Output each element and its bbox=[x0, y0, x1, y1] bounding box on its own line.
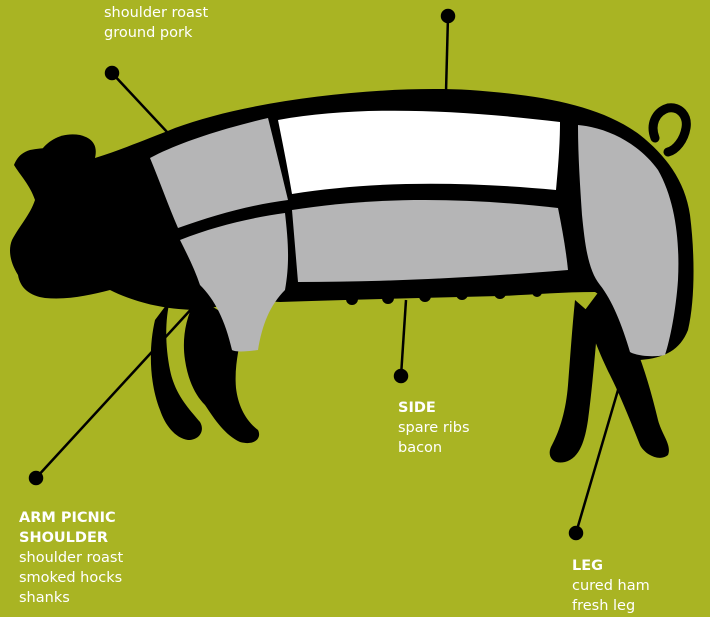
loin-callout-dot bbox=[442, 10, 454, 22]
leg-item-1: cured ham bbox=[572, 576, 650, 596]
arm-picnic-title-line2: SHOULDER bbox=[19, 528, 123, 548]
arm-picnic-item-2: smoked hocks bbox=[19, 568, 123, 588]
loin-cut bbox=[278, 111, 560, 194]
side-item-1: spare ribs bbox=[398, 418, 470, 438]
side-label: SIDE spare ribs bacon bbox=[398, 398, 470, 458]
side-callout-dot bbox=[395, 370, 407, 382]
arm-picnic-item-3: shanks bbox=[19, 588, 123, 608]
arm-picnic-shoulder-label: ARM PICNIC SHOULDER shoulder roast smoke… bbox=[19, 508, 123, 608]
boston-butt-callout-dot bbox=[106, 67, 118, 79]
leg-label: LEG cured ham fresh leg bbox=[572, 556, 650, 616]
boston-butt-item-2: ground pork bbox=[104, 23, 208, 43]
side-item-2: bacon bbox=[398, 438, 470, 458]
boston-butt-label: shoulder roast ground pork bbox=[104, 3, 208, 43]
boston-butt-item-1: shoulder roast bbox=[104, 3, 208, 23]
leg-title: LEG bbox=[572, 556, 650, 576]
leg-item-2: fresh leg bbox=[572, 596, 650, 616]
arm-picnic-title-line1: ARM PICNIC bbox=[19, 508, 123, 528]
arm-picnic-item-1: shoulder roast bbox=[19, 548, 123, 568]
arm-picnic-callout-dot bbox=[30, 472, 42, 484]
leg-callout-dot bbox=[570, 527, 582, 539]
side-title: SIDE bbox=[398, 398, 470, 418]
side-cut bbox=[292, 200, 568, 282]
